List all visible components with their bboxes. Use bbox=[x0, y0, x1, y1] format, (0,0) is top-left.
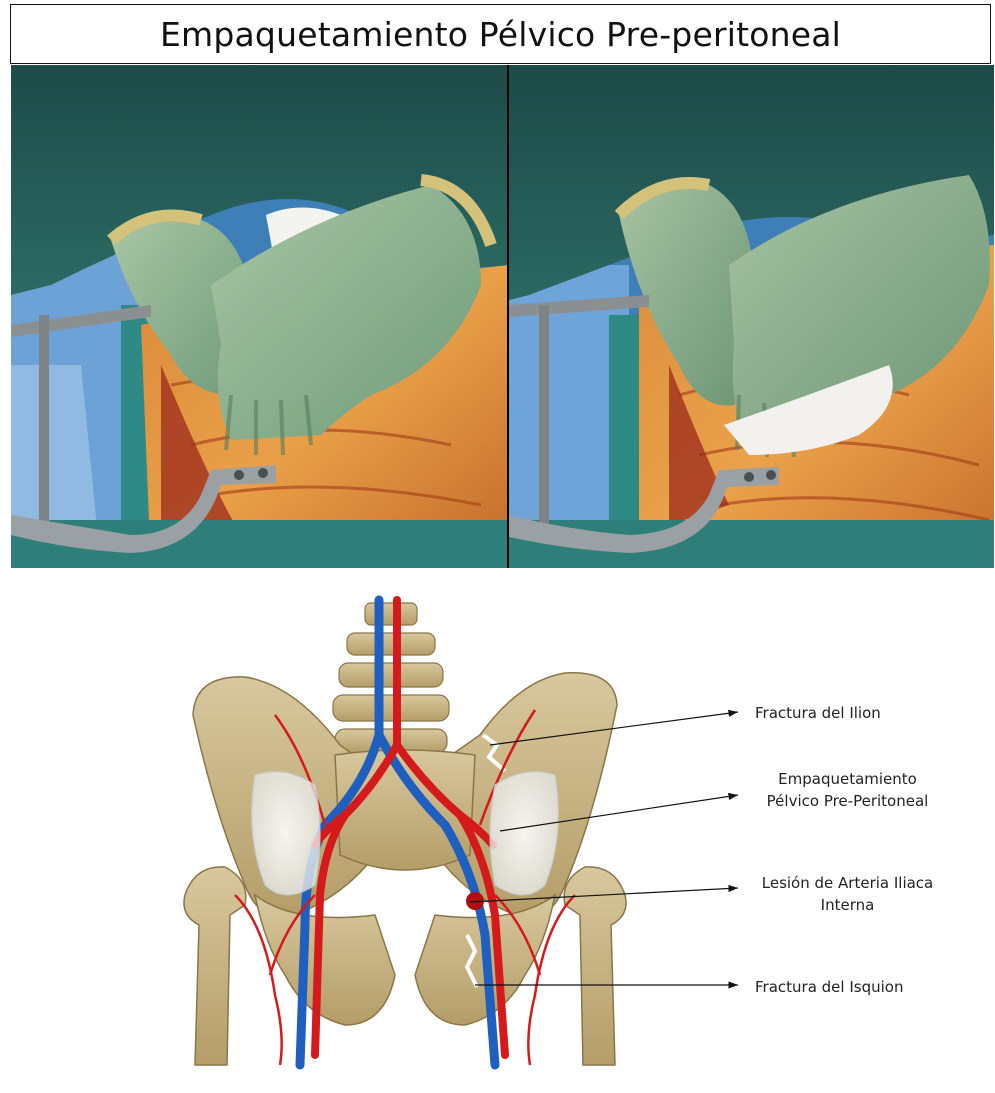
callout-artery-line1: Lesión de Arteria Iliaca bbox=[735, 872, 960, 894]
callout-artery-lesion: Lesión de Arteria Iliaca Interna bbox=[735, 872, 960, 916]
callout-packing-line1: Empaquetamiento bbox=[740, 768, 955, 790]
title-box: Empaquetamiento Pélvico Pre-peritoneal bbox=[10, 4, 991, 64]
spine bbox=[333, 603, 449, 753]
callout-isquion-fracture: Fractura del Isquion bbox=[755, 976, 903, 998]
callout-packing: Empaquetamiento Pélvico Pre-Peritoneal bbox=[740, 768, 955, 812]
figure-title: Empaquetamiento Pélvico Pre-peritoneal bbox=[160, 15, 841, 54]
callout-packing-line2: Pélvico Pre-Peritoneal bbox=[740, 790, 955, 812]
callout-ilion-fracture: Fractura del Ilion bbox=[755, 702, 881, 724]
callout-artery-line2: Interna bbox=[735, 894, 960, 916]
pelvis-vascular-illustration bbox=[175, 595, 635, 1083]
photo-strip bbox=[11, 65, 994, 568]
surgical-photo-right bbox=[509, 65, 994, 568]
artery-lesion-marker bbox=[466, 892, 484, 910]
surgical-photo-left bbox=[11, 65, 507, 568]
